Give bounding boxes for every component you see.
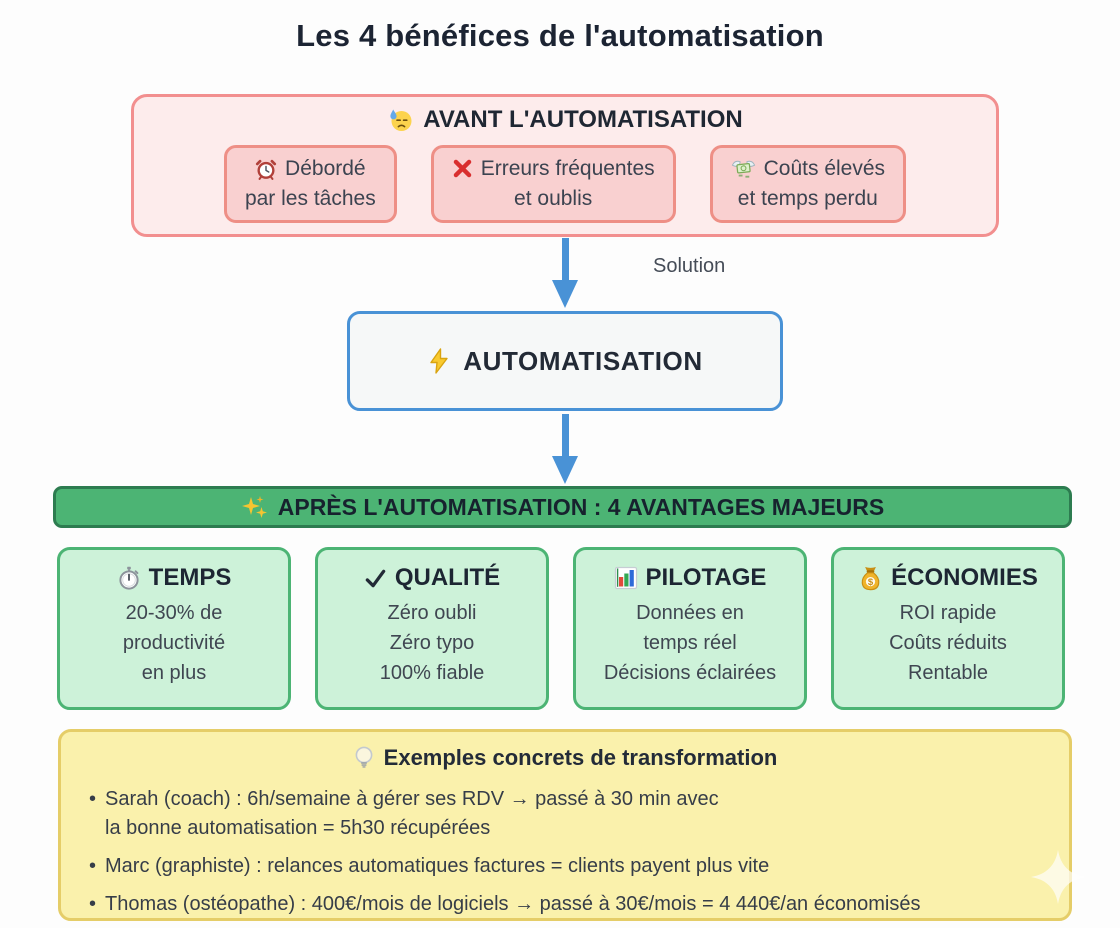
pain-card-line1: Coûts élevés bbox=[763, 157, 886, 180]
benefit-card-qualite: QUALITÉ Zéro oubli Zéro typo 100% fiable bbox=[315, 547, 549, 710]
benefit-card-temps: TEMPS 20-30% de productivité en plus bbox=[57, 547, 291, 710]
after-banner: APRÈS L'AUTOMATISATION : 4 AVANTAGES MAJ… bbox=[53, 486, 1072, 528]
automation-box: AUTOMATISATION bbox=[347, 311, 783, 411]
benefit-body: 20-30% de productivité en plus bbox=[122, 602, 226, 684]
arrow-down-1 bbox=[552, 238, 578, 308]
arrow-shaft bbox=[561, 414, 569, 456]
pain-card-line2: par les tâches bbox=[244, 186, 376, 210]
check-mark-icon bbox=[364, 567, 387, 590]
bullet-marker: • bbox=[89, 788, 97, 810]
lightning-bolt-icon bbox=[427, 348, 451, 374]
pain-card-line2: et temps perdu bbox=[737, 186, 878, 210]
four-point-star-watermark-icon bbox=[1029, 848, 1087, 906]
before-automation-section: AVANT L'AUTOMATISATION Débordé par les bbox=[131, 94, 999, 237]
benefit-title-label: PILOTAGE bbox=[645, 564, 767, 591]
pain-card-overloaded: Débordé par les tâches bbox=[223, 145, 397, 223]
page-title: Les 4 bénéfices de l'automatisation bbox=[296, 18, 824, 53]
benefit-body: Zéro oubli Zéro typo 100% fiable bbox=[379, 602, 485, 684]
light-bulb-icon bbox=[353, 746, 375, 771]
benefit-title-label: ÉCONOMIES bbox=[891, 564, 1038, 591]
svg-text:$: $ bbox=[868, 577, 874, 588]
bar-chart-icon bbox=[614, 566, 638, 590]
example-item-thomas: • Thomas (ostéopathe) : 400€/mois de log… bbox=[87, 890, 1053, 919]
example-text: Marc (graphiste) : relances automatiques… bbox=[105, 855, 770, 877]
money-with-wings-icon bbox=[731, 158, 756, 180]
sparkles-icon bbox=[241, 494, 268, 521]
pain-card-line1: Débordé bbox=[285, 157, 366, 180]
before-header: AVANT L'AUTOMATISATION bbox=[134, 106, 996, 134]
benefit-title-label: TEMPS bbox=[148, 564, 232, 591]
before-header-label: AVANT L'AUTOMATISATION bbox=[423, 106, 743, 133]
pain-points-row: Débordé par les tâches Erreurs fréquente… bbox=[134, 145, 996, 223]
alarm-clock-icon bbox=[255, 158, 277, 180]
arrow-shaft bbox=[561, 238, 569, 280]
examples-section: Exemples concrets de transformation • Sa… bbox=[58, 729, 1086, 921]
bullet-marker: • bbox=[89, 855, 97, 877]
arrow-down-2 bbox=[552, 414, 578, 484]
example-item-marc: • Marc (graphiste) : relances automatiqu… bbox=[87, 852, 1053, 881]
benefit-body: ROI rapide Coûts réduits Rentable bbox=[889, 602, 1007, 684]
bullet-marker: • bbox=[89, 893, 97, 915]
pain-card-errors: Erreurs fréquentes et oublis bbox=[430, 145, 676, 223]
pain-card-line2: et oublis bbox=[514, 186, 593, 210]
examples-title: Exemples concrets de transformation bbox=[383, 745, 778, 770]
after-banner-label: APRÈS L'AUTOMATISATION : 4 AVANTAGES MAJ… bbox=[277, 493, 885, 520]
solution-label: Solution bbox=[653, 255, 726, 277]
money-bag-icon: $ bbox=[858, 565, 883, 591]
benefit-card-pilotage: PILOTAGE Données en temps réel Décisions… bbox=[573, 547, 807, 710]
pain-card-costs: Coûts élevés et temps perdu bbox=[709, 145, 907, 223]
benefits-row: TEMPS 20-30% de productivité en plus QUA… bbox=[57, 547, 1065, 710]
example-item-sarah: • Sarah (coach) : 6h/semaine à gérer ses… bbox=[87, 785, 1053, 843]
arrow-head bbox=[552, 280, 578, 308]
arrow-head bbox=[552, 456, 578, 484]
example-text: Thomas (ostéopathe) : 400€/mois de logic… bbox=[105, 893, 921, 915]
sweating-face-icon bbox=[387, 107, 414, 134]
red-cross-icon bbox=[452, 158, 473, 179]
example-text: Sarah (coach) : 6h/semaine à gérer ses R… bbox=[105, 788, 719, 839]
pain-card-line1: Erreurs fréquentes bbox=[480, 157, 655, 180]
benefit-card-economies: $ ÉCONOMIES ROI rapide Coûts réduits Ren… bbox=[831, 547, 1065, 710]
stopwatch-icon bbox=[117, 566, 141, 590]
examples-list: • Sarah (coach) : 6h/semaine à gérer ses… bbox=[61, 785, 1069, 919]
examples-header: Exemples concrets de transformation bbox=[61, 745, 1069, 771]
benefit-body: Données en temps réel Décisions éclairée… bbox=[603, 602, 777, 684]
automation-label: AUTOMATISATION bbox=[463, 345, 703, 376]
benefit-title-label: QUALITÉ bbox=[394, 564, 501, 591]
